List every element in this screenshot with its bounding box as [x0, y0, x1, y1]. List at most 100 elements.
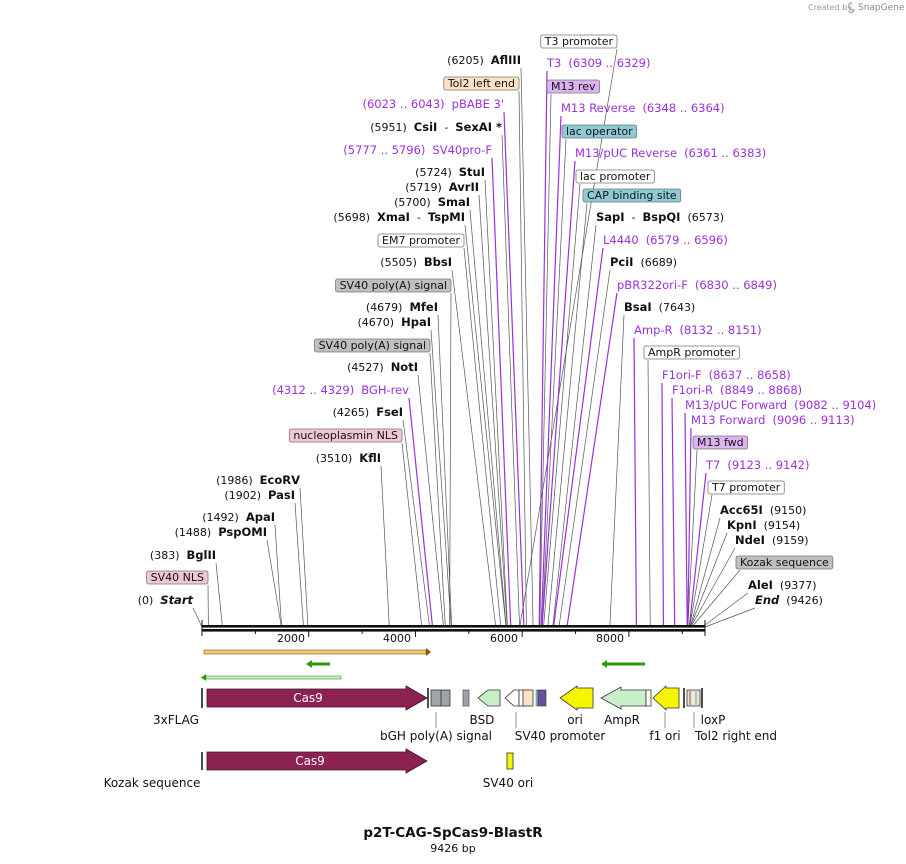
brand-name: SnapGene — [858, 3, 905, 13]
annotation-box-label: Tol2 left end — [447, 77, 515, 90]
leader-line — [484, 179, 508, 628]
annotation-name: BGH-rev — [361, 383, 409, 397]
annotation-name: PasI — [268, 488, 295, 502]
annotation-name2: BspQI — [643, 210, 681, 224]
annotation-coord: (4265) — [333, 406, 370, 419]
leader-line — [541, 160, 576, 628]
annotation-coord: (6348 .. 6364) — [642, 101, 724, 115]
annotation-box — [335, 278, 452, 293]
annotation-name: AleI — [748, 578, 773, 592]
annotation-t7: T7(9123 .. 9142) — [705, 458, 809, 472]
leader-line — [552, 224, 597, 628]
f1-ori-arrow — [652, 685, 680, 711]
feature-row-2: Cas9 Kozak sequence SV40 ori — [104, 748, 533, 790]
feature-label-3xflag: 3xFLAG — [153, 713, 199, 727]
annotation-name: SV40pro-F — [432, 143, 492, 157]
leader-line — [380, 465, 390, 628]
bgh-polya-box — [430, 689, 451, 707]
annotation-sv40-poly-a-signal: SV40 poly(A) signal — [335, 278, 452, 293]
annotation-box-label: EM7 promoter — [382, 234, 460, 247]
leader-line — [540, 115, 562, 628]
annotation-pspomi: (1488)PspOMI — [175, 525, 267, 539]
cas9-label: Cas9 — [293, 691, 323, 705]
annotation-name: T3 — [546, 56, 561, 70]
lac-block — [537, 689, 547, 707]
annotation-coord: (5724) — [415, 166, 452, 179]
annotation-l4440: L4440(6579 .. 6596) — [603, 233, 728, 247]
leader-line — [647, 359, 651, 628]
brand-created-by: Created by — [808, 3, 852, 12]
annotation-box-label: nucleoplasmin NLS — [293, 429, 398, 442]
annotation-ampr-promoter: AmpR promoter — [643, 345, 740, 360]
annotation-coord: (383) — [150, 549, 180, 562]
annotation-coord: (1492) — [202, 511, 239, 524]
annotation-coord: (6573) — [687, 211, 724, 224]
green-long-arrow — [201, 674, 342, 681]
annotation-nucleoplasmin-nls: nucleoplasmin NLS — [288, 428, 403, 443]
leader-line — [401, 442, 423, 628]
leader-line — [408, 397, 434, 628]
backbone-top — [202, 625, 705, 628]
annotation-bsai: BsaI(7643) — [624, 300, 695, 314]
annotation-box-label: CAP binding site — [587, 189, 677, 202]
annotation-name: PciI — [610, 255, 633, 269]
annotation-amp-r: Amp-R(8132 .. 8151) — [634, 323, 762, 337]
annotation-coord: (1902) — [224, 489, 261, 502]
annotation-name: Acc65I — [720, 503, 763, 517]
tick-label-2000: 2000 — [277, 632, 305, 645]
annotation-coord: (9426) — [786, 594, 823, 607]
annotation-coord: (5951) — [370, 121, 407, 134]
annotation-apai: (1492)ApaI — [202, 510, 275, 524]
annotation-m13-reverse: M13 Reverse(6348 .. 6364) — [561, 101, 725, 115]
annotation-pasi: (1902) PasI — [224, 488, 295, 502]
annotation-coord: (5698) — [333, 211, 370, 224]
annotation-em7-promoter: EM7 promoter — [377, 233, 465, 248]
annotation-coord: (6309 .. 6329) — [568, 56, 650, 70]
leader-line — [671, 397, 676, 628]
annotation-bbsi: (5505)BbsI — [380, 255, 452, 269]
bsd-arrow — [477, 689, 501, 707]
ampr-promoter-box — [645, 689, 652, 707]
annotation-acc65i: Acc65I(9150) — [720, 503, 806, 517]
leader-line — [469, 209, 507, 628]
feature-label-bsd: BSD — [470, 713, 495, 727]
annotation-name2: TspMI — [428, 210, 465, 224]
annotation-name: HpaI — [401, 315, 431, 329]
leader-line — [688, 472, 707, 628]
tol2-right-box — [686, 689, 701, 707]
annotation-box-label: SV40 poly(A) signal — [340, 279, 447, 292]
annotation-box — [707, 480, 785, 495]
annotation-name: L4440 — [603, 233, 639, 247]
annotation-mfei: (4679)MfeI — [366, 300, 438, 314]
annotation-box — [546, 79, 600, 94]
orange-feature-arrow — [203, 648, 431, 656]
annotation-box-label: SV40 NLS — [151, 571, 204, 584]
annotation-m13-fwd: M13 fwd — [692, 435, 749, 450]
annotation-f1ori-f: F1ori-F(8637 .. 8658) — [662, 368, 791, 382]
feature-row: Cas9 3xFLAG bGH poly(A) signal BSD SV40 … — [153, 685, 777, 743]
leader-line — [299, 487, 309, 628]
annotation-box — [314, 338, 431, 353]
annotation-name: F1ori-F — [662, 368, 702, 382]
annotation-coord: (9123 .. 9142) — [727, 458, 809, 472]
annotation-name: pBR322ori-F — [617, 278, 688, 292]
leader-line — [547, 202, 588, 628]
leader-line — [690, 532, 728, 628]
annotation-box — [735, 555, 834, 570]
leader-line — [274, 524, 282, 628]
annotation-t3-promoter: T3 promoter — [540, 34, 618, 49]
annotation-coord: (4670) — [358, 316, 395, 329]
annotation-lac-promoter: lac promoter — [575, 169, 655, 184]
leader-line — [702, 592, 749, 628]
annotation-afliii: (6205)AflIII — [447, 53, 521, 67]
tol2-left-box — [522, 689, 534, 707]
annotation-name: pBABE 3' — [452, 97, 504, 111]
annotation-coord: (1986) — [216, 474, 253, 487]
feature-label-sv40-promoter: SV40 promoter — [515, 729, 606, 743]
annotation-m13-rev: M13 rev — [546, 79, 600, 94]
annotation-name: SmaI — [438, 195, 470, 209]
annotation-name2: SexAI * — [455, 120, 502, 134]
annotation-coord: (6689) — [640, 256, 677, 269]
leader-line — [519, 48, 618, 628]
annotation-t3: T3 (6309 .. 6329) — [546, 56, 650, 70]
